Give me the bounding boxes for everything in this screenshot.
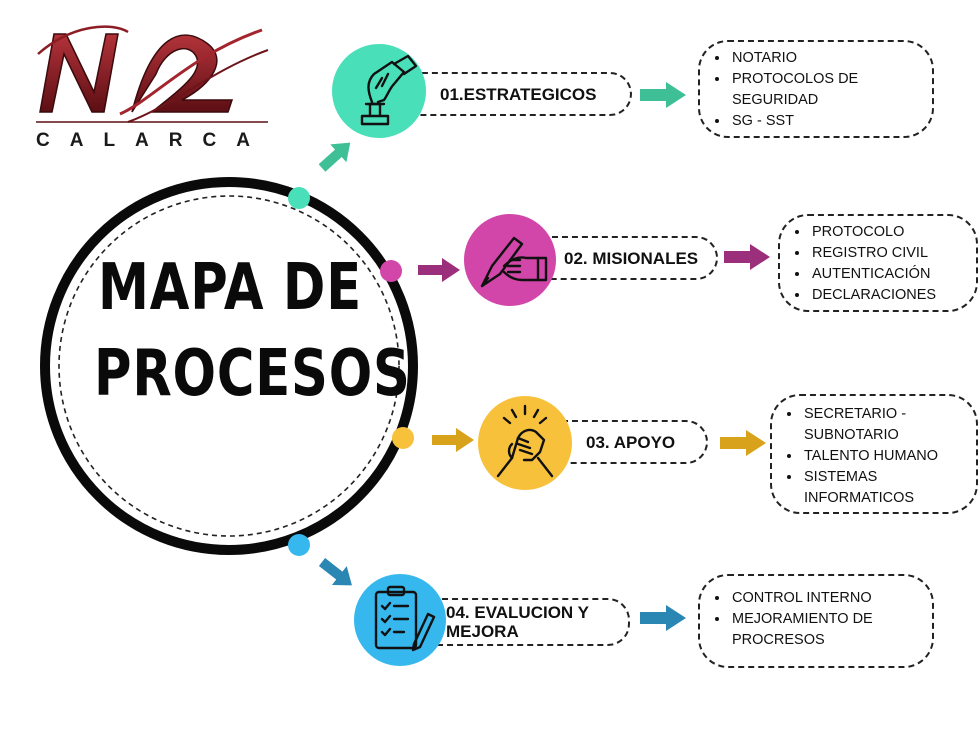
stamp-hand-icon — [332, 44, 426, 138]
list-item: PROTOCOLO — [810, 222, 976, 243]
arrow-apoyo-items — [720, 430, 766, 456]
items-box-evaluacion: CONTROL INTERNO MEJORAMIENTO DE PROCRESO… — [698, 574, 934, 668]
list-item: REGISTRO CIVIL — [810, 243, 976, 264]
items-box-estrategicos: NOTARIO PROTOCOLOS DE SEGURIDAD SG - SST — [698, 40, 934, 138]
list-item: SG - SST — [730, 111, 932, 132]
items-box-apoyo: SECRETARIO - SUBNOTARIO TALENTO HUMANO S… — [770, 394, 978, 514]
node-dot-misionales — [380, 260, 402, 282]
n2-logo — [36, 25, 269, 123]
list-item: SISTEMAS INFORMATICOS — [802, 467, 976, 509]
node-dot-estrategicos — [288, 187, 310, 209]
handshake-icon — [478, 396, 572, 490]
logo-wordmark: CALARCA — [36, 130, 270, 151]
main-circle — [40, 177, 418, 555]
arrow-evaluacion-items — [640, 605, 686, 631]
list-item: AUTENTICACIÓN — [810, 264, 976, 285]
arrow-to-apoyo — [432, 428, 474, 452]
list-item: SECRETARIO - SUBNOTARIO — [802, 404, 976, 446]
arrow-estrategicos-items — [640, 82, 686, 108]
node-dot-apoyo — [392, 427, 414, 449]
items-box-misionales: PROTOCOLO REGISTRO CIVIL AUTENTICACIÓN D… — [778, 214, 978, 312]
list-item: CONTROL INTERNO — [730, 588, 932, 609]
process-title: 01.ESTRATEGICOS — [440, 84, 597, 104]
arrow-to-evaluacion — [318, 558, 352, 586]
center-title-line1: MAPA DE — [98, 251, 362, 325]
pill-estrategicos: 01.ESTRATEGICOS — [390, 72, 632, 116]
pill-evaluacion: 04. EVALUCION Y MEJORA — [400, 598, 630, 646]
main-circle-dashed-ring — [58, 195, 400, 537]
arrow-misionales-items — [724, 244, 770, 270]
list-item: DECLARACIONES — [810, 285, 976, 306]
arrow-to-estrategicos — [318, 142, 351, 172]
node-dot-evaluacion — [288, 534, 310, 556]
center-title-line2: PROCESOS — [94, 337, 411, 411]
clipboard-checklist-icon — [354, 574, 446, 666]
center-title: MAPA DE PROCESOS — [94, 245, 411, 417]
process-title: 04. EVALUCION Y MEJORA — [446, 603, 589, 641]
list-item: TALENTO HUMANO — [802, 446, 976, 467]
list-item: NOTARIO — [730, 48, 932, 69]
arrow-to-misionales — [418, 258, 460, 282]
list-item: MEJORAMIENTO DE PROCRESOS — [730, 609, 932, 651]
process-title: 02. MISIONALES — [564, 248, 699, 268]
writing-hand-icon — [464, 214, 556, 306]
list-item: PROTOCOLOS DE SEGURIDAD — [730, 69, 932, 111]
process-title: 03. APOYO — [586, 432, 676, 452]
